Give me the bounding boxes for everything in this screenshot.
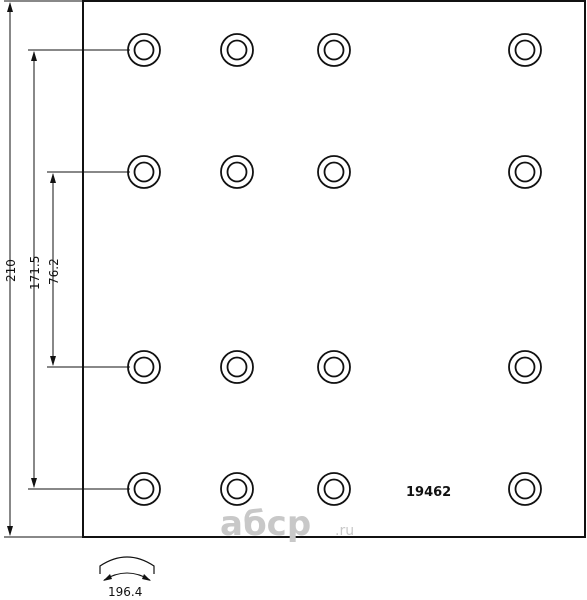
- rivet-hole-outer-ring: [317, 350, 351, 384]
- dimension-label-210: 210: [4, 259, 18, 282]
- rivet-hole-outer-ring: [317, 33, 351, 67]
- rivet-hole-outer-ring: [508, 472, 542, 506]
- rivet-hole: [317, 155, 351, 189]
- rivet-hole: [317, 33, 351, 67]
- rivet-hole-inner-ring: [226, 161, 248, 183]
- watermark-suffix: .ru: [335, 523, 354, 539]
- rivet-hole-inner-ring: [226, 478, 248, 500]
- rivet-hole: [317, 350, 351, 384]
- rivet-hole-inner-ring: [133, 356, 155, 378]
- arrowhead-top: [7, 2, 13, 12]
- arc-arrowhead-left: [103, 574, 112, 581]
- arrowhead-76-bottom: [50, 356, 56, 366]
- watermark-brand: aбcp: [220, 504, 311, 544]
- rivet-hole-inner-ring: [514, 356, 536, 378]
- dimension-inner-rivet-spacing: 76.2: [47, 171, 130, 368]
- rivet-hole-inner-ring: [514, 478, 536, 500]
- rivet-hole-grid: [127, 33, 542, 506]
- dimension-overall-height: 210: [4, 0, 83, 538]
- rivet-hole: [508, 350, 542, 384]
- rivet-hole-inner-ring: [226, 39, 248, 61]
- rivet-hole-inner-ring: [323, 356, 345, 378]
- part-number: 19462: [406, 485, 451, 500]
- rivet-hole-inner-ring: [133, 161, 155, 183]
- rivet-hole-inner-ring: [323, 39, 345, 61]
- rivet-hole-outer-ring: [220, 33, 254, 67]
- arrowhead-171-bottom: [31, 478, 37, 488]
- rivet-hole: [508, 155, 542, 189]
- rivet-hole-outer-ring: [317, 155, 351, 189]
- rivet-hole-inner-ring: [133, 39, 155, 61]
- rivet-hole: [220, 472, 254, 506]
- rivet-hole: [508, 33, 542, 67]
- arrowhead-171-top: [31, 51, 37, 61]
- arc-arrowhead-right: [142, 574, 151, 581]
- watermark: aбcp .ru: [220, 504, 354, 544]
- rivet-hole-outer-ring: [220, 350, 254, 384]
- rivet-hole-outer-ring: [220, 472, 254, 506]
- rivet-hole: [220, 33, 254, 67]
- arrowhead-76-top: [50, 173, 56, 183]
- dimension-label-76: 76.2: [47, 258, 61, 285]
- rivet-hole-outer-ring: [220, 155, 254, 189]
- rivet-hole: [220, 350, 254, 384]
- dimension-label-171: 171.5: [28, 256, 42, 290]
- rivet-hole-outer-ring: [317, 472, 351, 506]
- rivet-hole: [317, 472, 351, 506]
- curvature-symbol: 196.4: [99, 556, 155, 599]
- lining-plate-outline: [82, 0, 586, 538]
- arrowhead-bottom: [7, 526, 13, 536]
- rivet-hole-inner-ring: [323, 161, 345, 183]
- dimension-outer-rivet-spacing: 171.5: [28, 49, 130, 490]
- rivet-hole-inner-ring: [323, 478, 345, 500]
- rivet-hole-inner-ring: [514, 161, 536, 183]
- rivet-hole: [220, 155, 254, 189]
- rivet-hole-inner-ring: [514, 39, 536, 61]
- rivet-hole-outer-ring: [508, 155, 542, 189]
- rivet-hole-outer-ring: [508, 33, 542, 67]
- curvature-outline: [99, 556, 155, 574]
- rivet-hole-outer-ring: [508, 350, 542, 384]
- rivet-hole-inner-ring: [226, 356, 248, 378]
- arc-length-label: 196.4: [108, 585, 142, 599]
- rivet-hole-inner-ring: [133, 478, 155, 500]
- rivet-hole: [508, 472, 542, 506]
